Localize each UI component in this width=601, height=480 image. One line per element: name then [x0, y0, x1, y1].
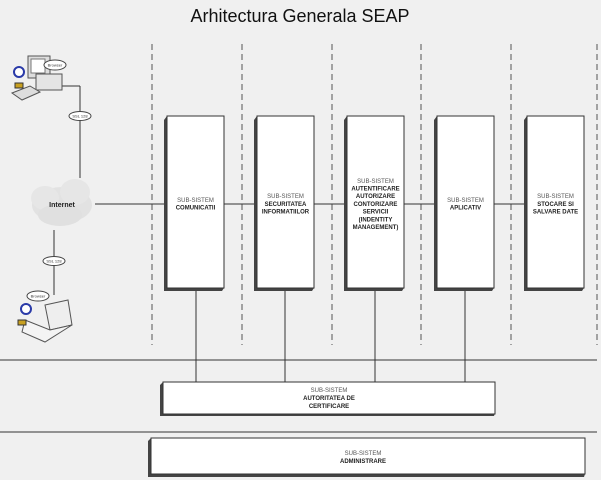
internet-cloud-icon [31, 179, 92, 226]
desktop-ssl-label: SSL 128 [72, 114, 88, 119]
certificate-icon [13, 66, 25, 78]
desktop-computer-icon [10, 55, 63, 101]
subsystem-prefix: SUB-SISTEM [345, 451, 382, 457]
laptop-browser-label: Browser [31, 294, 46, 299]
subsystem-prefix: SUB-SISTEM [267, 194, 304, 200]
diagram-title: Arhitectura Generala SEAP [190, 6, 409, 26]
subsystem-name-line: AUTORITATEA DE [303, 396, 355, 402]
subsystem-name-line: STOCARE SI [537, 202, 574, 208]
subsystem-application[interactable]: SUB-SISTEM APLICATIV [434, 115, 495, 291]
laptop-icon [17, 299, 73, 343]
desktop-browser-label: Browser [48, 63, 63, 68]
browser-badge [26, 290, 50, 302]
subsystem-name-line: (INDENTITY [359, 217, 393, 223]
usb-token-icon [17, 319, 27, 326]
subsystem-prefix: SUB-SISTEM [447, 198, 484, 204]
dashed-separators [151, 44, 598, 345]
subsystem-storage-backup[interactable]: SUB-SISTEM STOCARE SI SALVARE DATE [524, 115, 585, 291]
subsystem-name-line: SECURITATEA [265, 202, 307, 208]
subsystem-name-line: COMUNICATII [176, 206, 216, 212]
subsystem-prefix: SUB-SISTEM [311, 388, 348, 394]
subsystem-name-line: CERTIFICARE [309, 404, 349, 410]
subsystem-name-line: INFORMATIILOR [262, 210, 310, 216]
ssl-badge-laptop [42, 256, 66, 266]
subsystem-prefix: SUB-SISTEM [357, 179, 394, 185]
subsystem-name-line: ADMINISTRARE [340, 459, 386, 465]
browser-badge [43, 59, 67, 71]
subsystem-administration[interactable]: SUB-SISTEM ADMINISTRARE [148, 437, 586, 477]
subsystem-communications[interactable]: SUB-SISTEM COMUNICATII [164, 115, 225, 291]
internet-label: Internet [49, 202, 75, 209]
ssl-badge-desktop [68, 111, 92, 121]
subsystem-name-line: SALVARE DATE [533, 210, 578, 216]
subsystem-name-line: APLICATIV [450, 206, 481, 212]
subsystem-name-line: MANAGEMENT) [353, 225, 399, 231]
subsystem-name-line: AUTENTIFICARE [351, 186, 399, 192]
subsystem-information-security[interactable]: SUB-SISTEM SECURITATEA INFORMATIILOR [254, 115, 315, 291]
subsystem-prefix: SUB-SISTEM [177, 198, 214, 204]
subsystem-prefix: SUB-SISTEM [537, 194, 574, 200]
subsystem-name-line: CONTORIZARE [354, 202, 398, 208]
certificate-icon [20, 303, 32, 315]
subsystem-name-line: SERVICII [363, 210, 389, 216]
laptop-ssl-label: SSL 128 [46, 259, 62, 264]
subsystem-name-line: AUTORIZARE [356, 194, 395, 200]
usb-token-icon [14, 82, 24, 89]
subsystem-certificate-authority[interactable]: SUB-SISTEM AUTORITATEA DE CERTIFICARE [160, 381, 496, 416]
